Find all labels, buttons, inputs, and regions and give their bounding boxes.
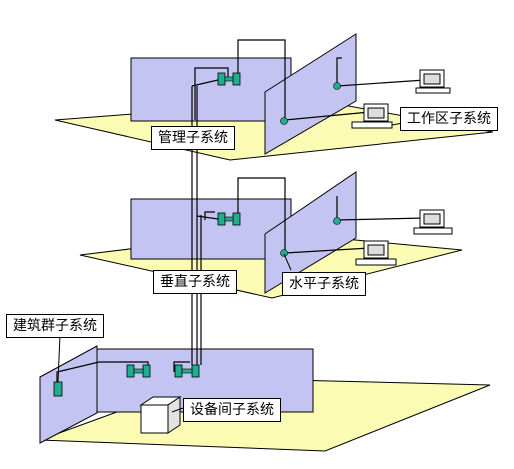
building-panel-left — [39, 345, 98, 444]
side-panel-top — [264, 33, 357, 155]
label-work-area-subsystem: 工作区子系统 — [400, 107, 498, 131]
patch-panel-top-a — [217, 72, 226, 86]
server-cabinet-icon — [139, 396, 182, 434]
label-building-group-subsystem: 建筑群子系统 — [6, 314, 104, 338]
patch-panel-middle-b — [232, 212, 241, 226]
patch-panel-bottom-a — [126, 364, 135, 378]
outlet-middle-1 — [333, 217, 341, 225]
building-connector — [53, 381, 63, 397]
back-panel-middle — [130, 198, 292, 260]
outlet-top-2 — [280, 117, 288, 125]
computer-icon — [413, 209, 453, 235]
label-management-subsystem: 管理子系统 — [151, 126, 235, 150]
patch-panel-bottom-b — [142, 364, 151, 378]
patch-panel-bottom-d — [191, 364, 200, 378]
label-equipment-room-subsystem: 设备间子系统 — [183, 398, 281, 422]
patch-panel-middle-a — [217, 212, 226, 226]
label-vertical-subsystem: 垂直子系统 — [153, 270, 237, 294]
outlet-top-1 — [333, 82, 341, 90]
label-horizontal-subsystem: 水平子系统 — [282, 272, 366, 296]
computer-icon — [355, 240, 397, 266]
computer-icon — [415, 69, 451, 94]
patch-panel-top-b — [232, 72, 241, 86]
outlet-middle-2 — [280, 249, 288, 257]
patch-panel-bottom-c — [174, 364, 183, 378]
wiring-top — [194, 39, 426, 121]
